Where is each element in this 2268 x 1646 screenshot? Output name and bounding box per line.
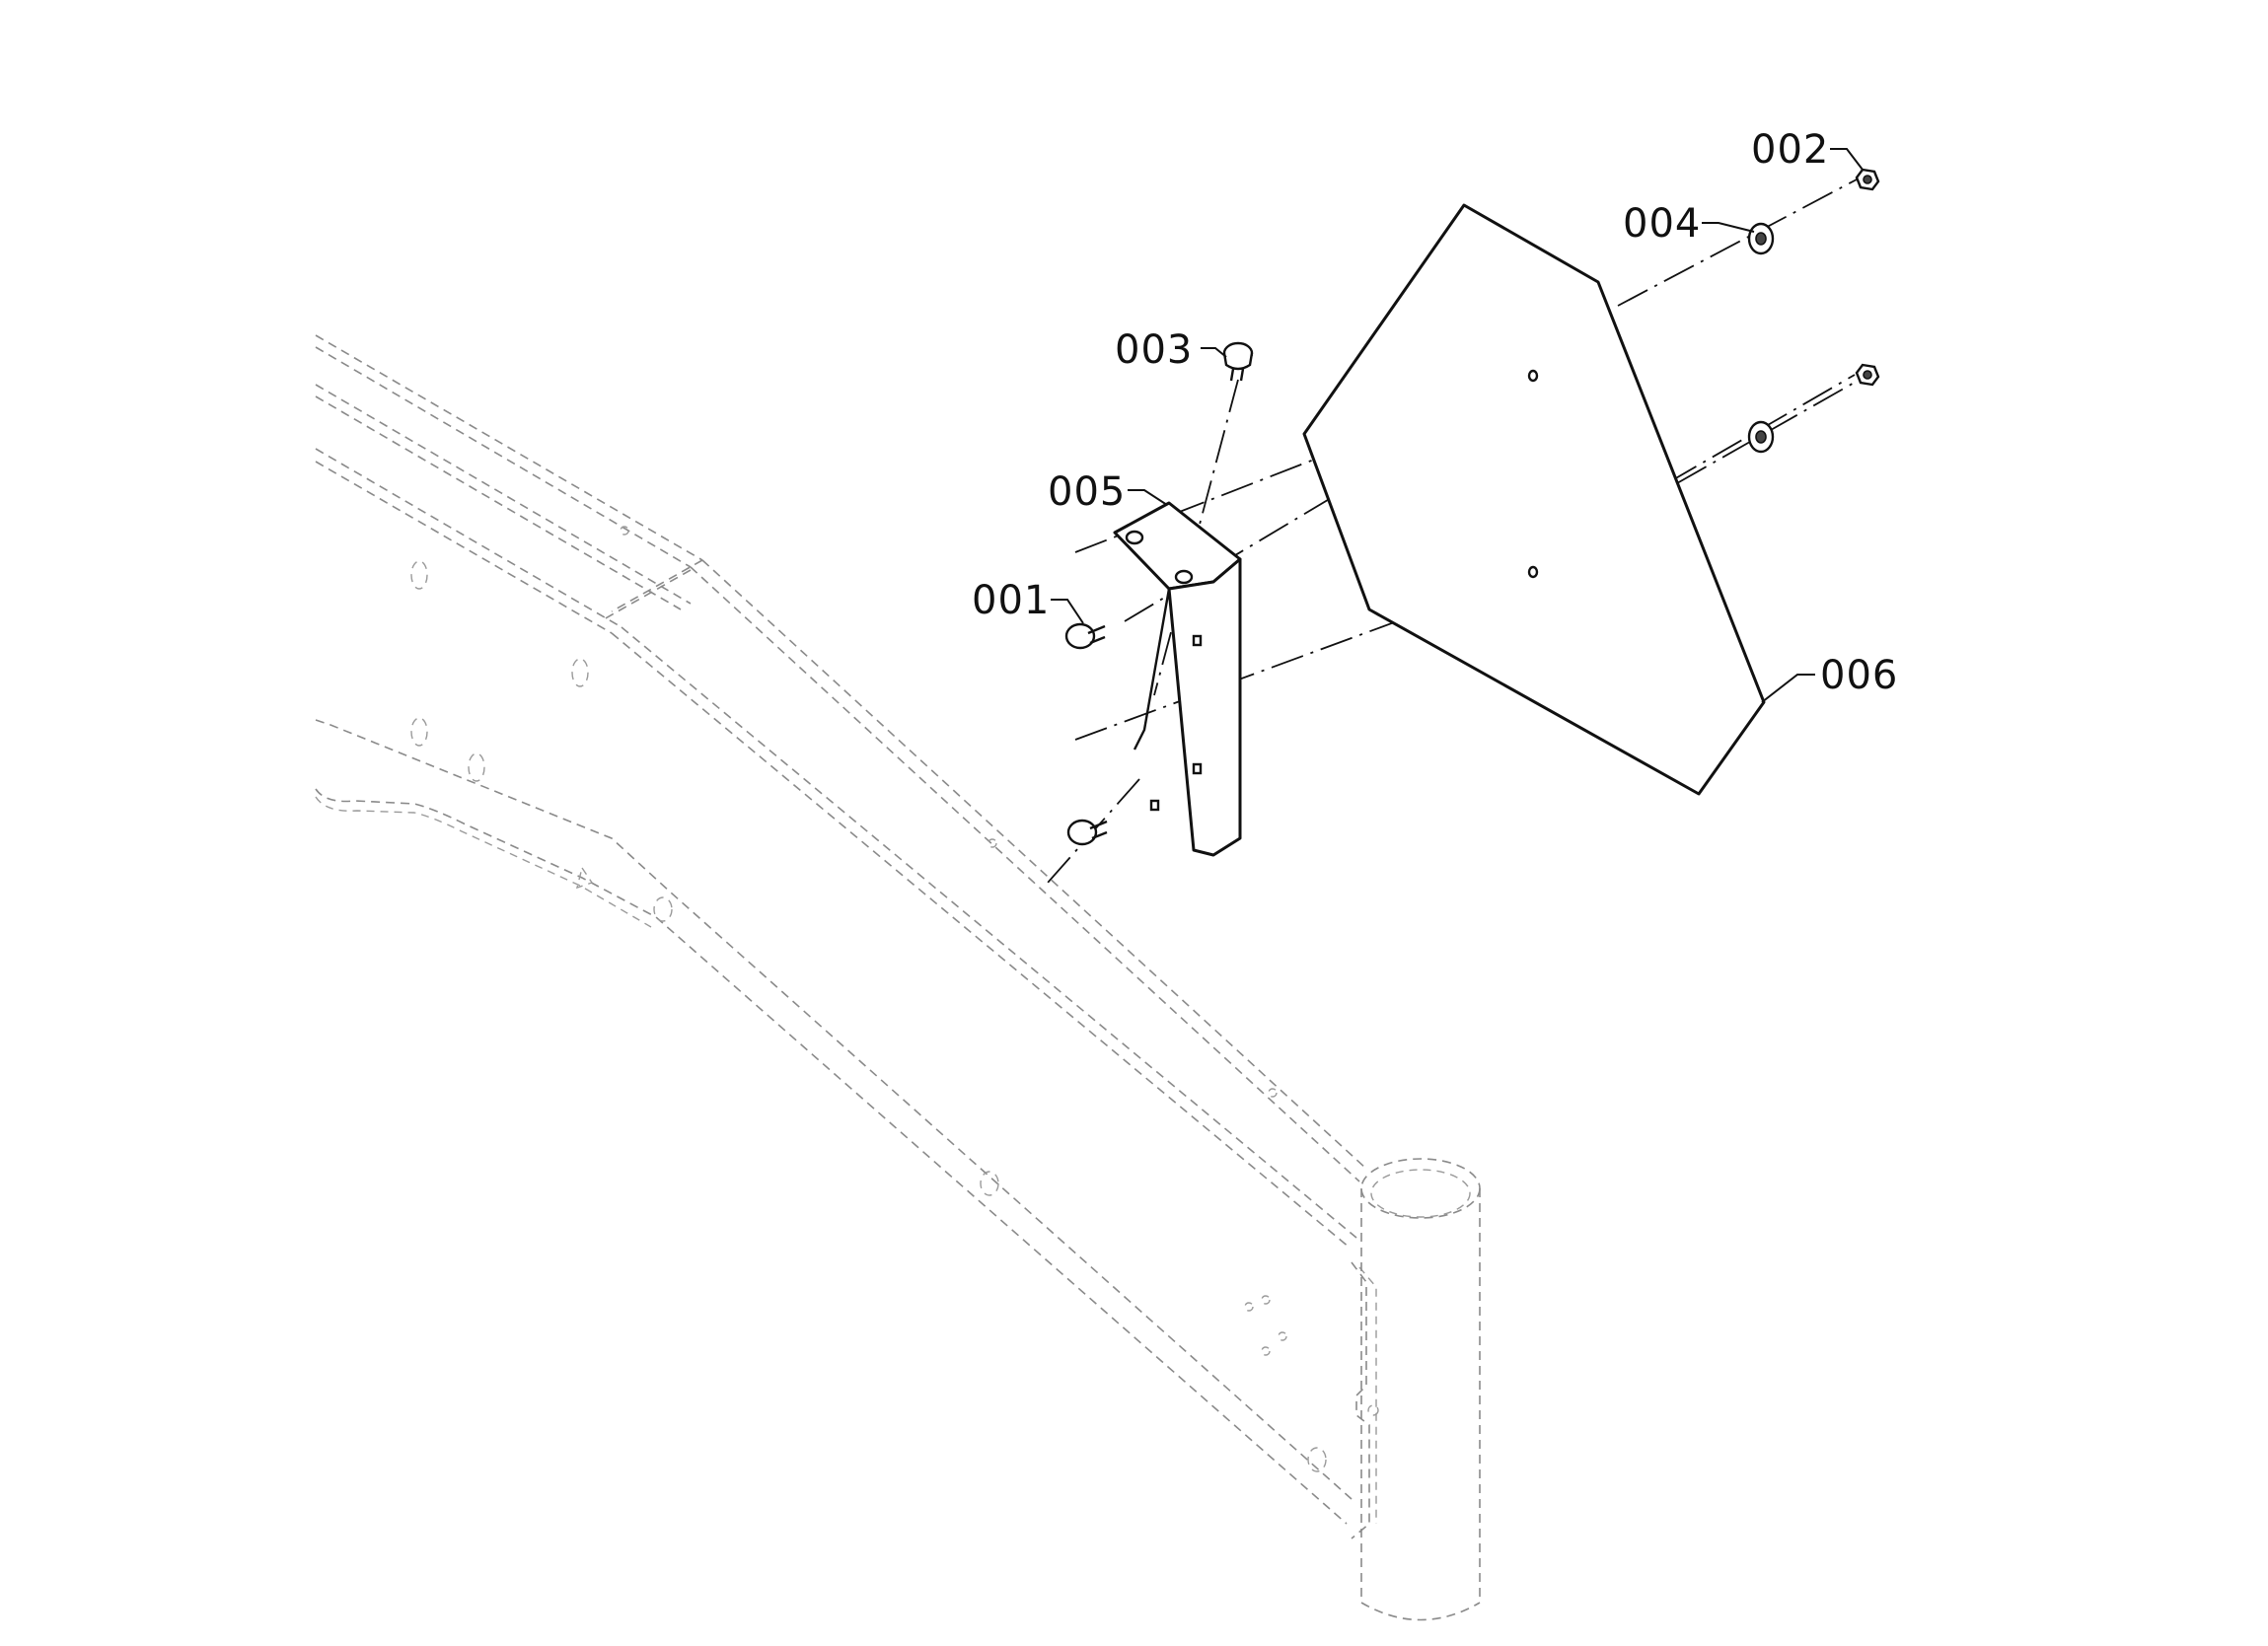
callout-leaders bbox=[1051, 148, 1864, 703]
callout-006: 006 bbox=[1820, 653, 1898, 698]
part-006-plate bbox=[1302, 203, 1766, 796]
callout-003: 003 bbox=[1115, 327, 1193, 373]
part-005-bracket bbox=[1113, 501, 1242, 857]
part-001-bolt-lower bbox=[1066, 819, 1108, 846]
callout-005: 005 bbox=[1048, 469, 1126, 515]
frame-beam-phantom bbox=[315, 334, 1379, 1539]
part-002-nut-upper bbox=[1855, 168, 1880, 191]
part-001-bolt-upper bbox=[1064, 622, 1106, 650]
part-004-washer-upper bbox=[1747, 222, 1775, 255]
frame-upright-tube-phantom bbox=[1360, 1158, 1481, 1621]
callout-002: 002 bbox=[1751, 127, 1829, 173]
part-004-washer-lower bbox=[1747, 420, 1775, 454]
callout-004: 004 bbox=[1623, 201, 1701, 247]
part-002-nut-lower bbox=[1855, 363, 1880, 387]
part-003-hex-bolt bbox=[1222, 341, 1254, 382]
callout-001: 001 bbox=[972, 578, 1050, 623]
